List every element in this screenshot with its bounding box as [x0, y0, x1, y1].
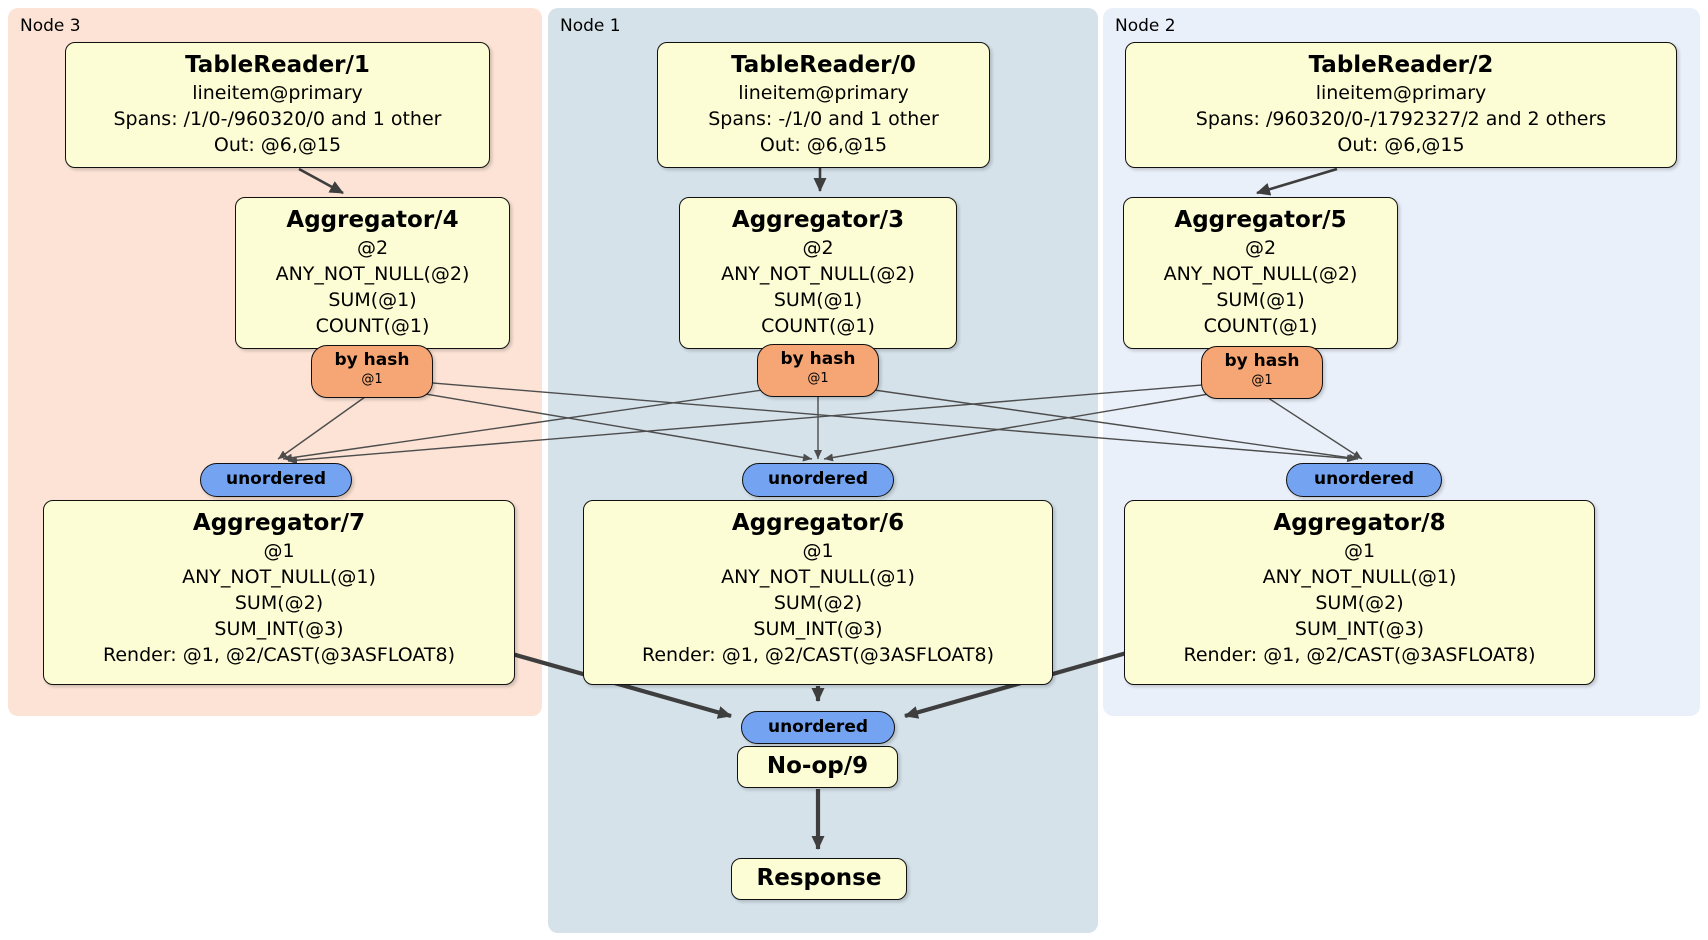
router-label: by hash	[1224, 351, 1300, 371]
processor-line: SUM_INT(@3)	[753, 618, 883, 640]
processor-line: SUM(@1)	[328, 289, 417, 311]
processor-title: Aggregator/5	[1174, 207, 1347, 233]
edge-hash5-un8	[1261, 393, 1363, 460]
processor-line: COUNT(@1)	[1203, 315, 1318, 337]
router-by-hash-5: by hash @1	[1201, 346, 1323, 399]
processor-line: SUM(@2)	[773, 592, 863, 614]
stream-unordered-8: unordered	[1286, 463, 1442, 497]
processor-line: Render: @1, @2/CAST(@3ASFLOAT8)	[642, 644, 994, 666]
processor-line: lineitem@primary	[192, 82, 363, 104]
processor-tablereader-0: TableReader/0 lineitem@primary Spans: -/…	[657, 42, 990, 168]
processor-title: TableReader/1	[185, 52, 370, 78]
edge-hash5-un6	[823, 384, 1263, 462]
processor-line: ANY_NOT_NULL(@1)	[182, 566, 376, 588]
processor-title: Aggregator/4	[286, 207, 459, 233]
edge-tr1-agg4	[298, 167, 344, 195]
processor-noop-9: No-op/9	[737, 746, 898, 788]
processor-title: Aggregator/3	[731, 207, 905, 233]
response-box: Response	[731, 858, 907, 900]
processor-line: COUNT(@1)	[315, 315, 430, 337]
router-by-hash-4: by hash @1	[311, 345, 433, 398]
stream-unordered-6: unordered	[742, 463, 894, 497]
processor-line: Render: @1, @2/CAST(@3ASFLOAT8)	[103, 644, 455, 666]
edge-tr2-agg5	[1256, 167, 1338, 196]
processor-line: ANY_NOT_NULL(@2)	[1163, 263, 1358, 285]
processor-title: Aggregator/7	[192, 510, 366, 536]
processor-line: lineitem@primary	[1315, 82, 1487, 104]
processor-line: Spans: -/1/0 and 1 other	[708, 108, 939, 130]
processor-title: TableReader/2	[1308, 52, 1494, 78]
router-by-hash-3: by hash @1	[757, 344, 879, 397]
region-node2-label: Node 2	[1115, 16, 1176, 36]
processor-aggregator-7: Aggregator/7 @1 ANY_NOT_NULL(@1) SUM(@2)…	[43, 500, 515, 685]
edge-hash4-un6	[371, 384, 813, 462]
stream-label: unordered	[767, 717, 869, 737]
processor-line: SUM(@1)	[773, 289, 863, 311]
stream-label: unordered	[225, 469, 327, 489]
processor-line: SUM_INT(@3)	[1294, 618, 1425, 640]
processor-line: ANY_NOT_NULL(@1)	[1262, 566, 1457, 588]
processor-line: Out: @6,@15	[759, 134, 888, 156]
processor-title: Aggregator/8	[1273, 510, 1446, 536]
processor-aggregator-8: Aggregator/8 @1 ANY_NOT_NULL(@1) SUM(@2)…	[1124, 500, 1595, 685]
processor-tablereader-2: TableReader/2 lineitem@primary Spans: /9…	[1125, 42, 1677, 168]
processor-line: Render: @1, @2/CAST(@3ASFLOAT8)	[1183, 644, 1536, 666]
processor-line: ANY_NOT_NULL(@2)	[275, 263, 470, 285]
processor-line: Out: @6,@15	[1337, 134, 1465, 156]
processor-line: lineitem@primary	[738, 82, 909, 104]
processor-line: SUM(@2)	[1315, 592, 1404, 614]
router-detail: @1	[1251, 373, 1273, 388]
edge-hash4-un8	[371, 377, 1357, 463]
router-label: by hash	[334, 350, 410, 370]
processor-line: @1	[263, 540, 295, 562]
processor-line: ANY_NOT_NULL(@2)	[721, 263, 915, 285]
processor-tablereader-1: TableReader/1 lineitem@primary Spans: /1…	[65, 42, 490, 168]
router-label: by hash	[780, 349, 856, 369]
processor-line: @1	[802, 540, 834, 562]
processor-line: @1	[1343, 540, 1376, 562]
stream-label: unordered	[1313, 469, 1415, 489]
router-detail: @1	[361, 372, 383, 387]
edge-hash4-un7	[277, 391, 373, 460]
edge-hash5-un7	[287, 379, 1263, 465]
edge-hash3-un8	[817, 381, 1359, 462]
stream-unordered-9: unordered	[741, 711, 895, 744]
processor-line: COUNT(@1)	[761, 315, 875, 337]
processor-line: Out: @6,@15	[213, 134, 342, 156]
processor-title: No-op/9	[766, 753, 869, 779]
region-node1-label: Node 1	[560, 16, 621, 36]
processor-line: @2	[802, 237, 834, 259]
processor-line: Spans: /960320/0-/1792327/2 and 2 others	[1195, 108, 1607, 130]
processor-line: ANY_NOT_NULL(@1)	[721, 566, 915, 588]
processor-title: Aggregator/6	[731, 510, 905, 536]
processor-line: @2	[1244, 237, 1277, 259]
processor-line: SUM_INT(@3)	[214, 618, 344, 640]
processor-line: Spans: /1/0-/960320/0 and 1 other	[113, 108, 442, 130]
router-detail: @1	[807, 371, 829, 386]
stream-unordered-7: unordered	[200, 463, 352, 497]
processor-aggregator-5: Aggregator/5 @2 ANY_NOT_NULL(@2) SUM(@1)…	[1123, 197, 1398, 349]
edge-hash3-un7	[282, 381, 819, 462]
processor-title: TableReader/0	[731, 52, 916, 78]
processor-aggregator-3: Aggregator/3 @2 ANY_NOT_NULL(@2) SUM(@1)…	[679, 197, 957, 349]
processor-line: SUM(@1)	[1216, 289, 1305, 311]
processor-line: @2	[356, 237, 389, 259]
processor-line: SUM(@2)	[234, 592, 324, 614]
stream-label: unordered	[767, 469, 869, 489]
processor-aggregator-4: Aggregator/4 @2 ANY_NOT_NULL(@2) SUM(@1)…	[235, 197, 510, 349]
region-node3-label: Node 3	[20, 16, 81, 36]
processor-title: Response	[756, 865, 882, 891]
processor-aggregator-6: Aggregator/6 @1 ANY_NOT_NULL(@1) SUM(@2)…	[583, 500, 1053, 685]
